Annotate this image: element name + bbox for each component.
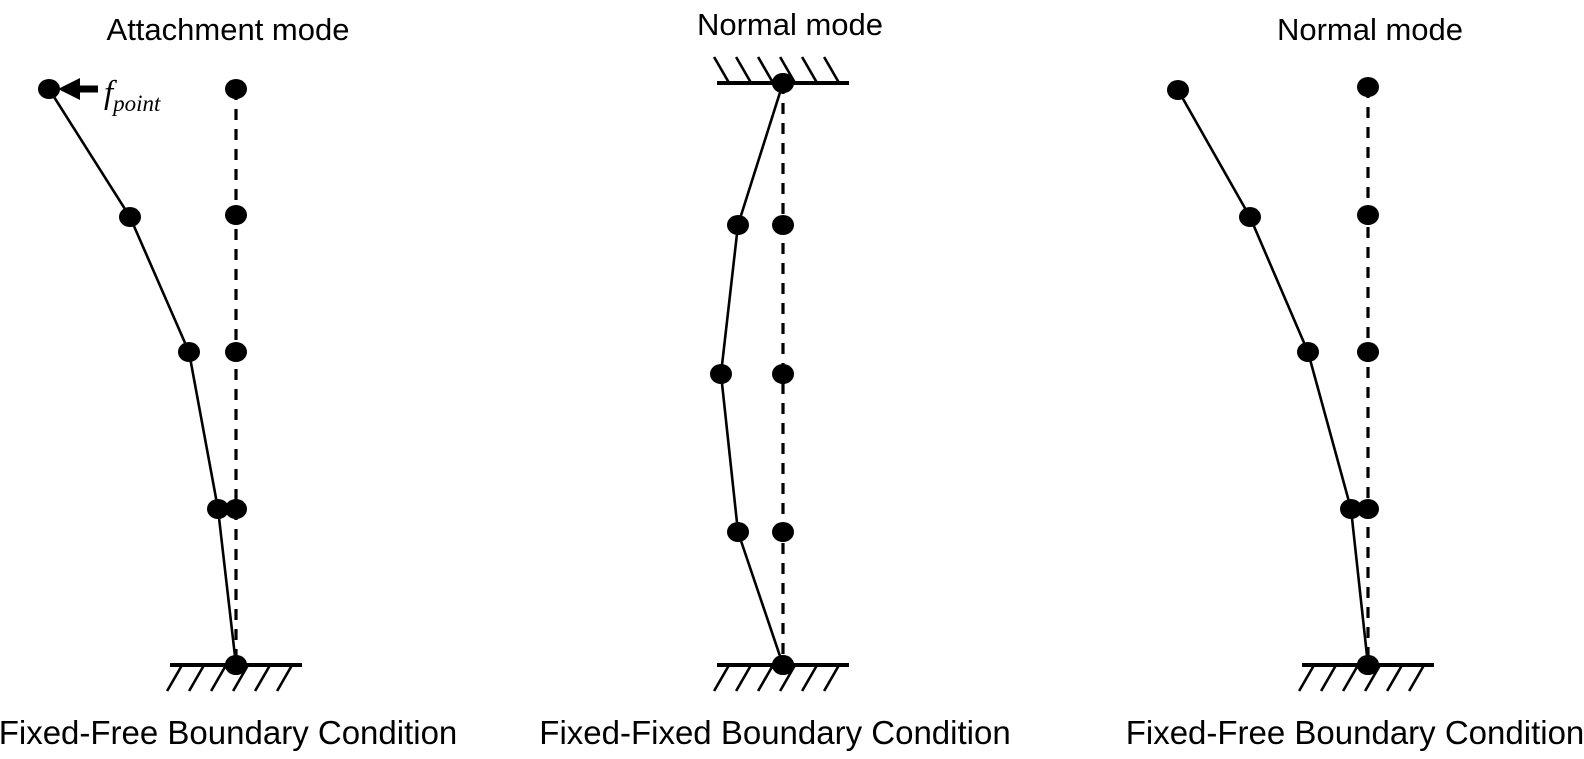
deformed-node xyxy=(178,342,200,362)
undeformed-node xyxy=(225,79,247,99)
bottom-support-hatch xyxy=(165,664,184,692)
undeformed-node xyxy=(772,364,794,384)
top-support-hatch xyxy=(734,56,753,84)
top-support-hatch xyxy=(756,56,775,84)
bottom-support-hatch xyxy=(209,664,228,692)
panel-title: Normal mode xyxy=(697,7,883,42)
bottom-support-hatch xyxy=(187,664,206,692)
panel-caption: Fixed-Free Boundary Condition xyxy=(1126,714,1584,751)
bottom-support-hatch xyxy=(275,664,294,692)
bottom-support-hatch xyxy=(800,664,819,692)
undeformed-node xyxy=(225,499,247,519)
bottom-support-hatch xyxy=(756,664,775,692)
deformed-node xyxy=(772,73,794,93)
undeformed-node xyxy=(1357,205,1379,225)
force-arrow-head xyxy=(58,78,80,100)
undeformed-node xyxy=(225,342,247,362)
top-support-hatch xyxy=(800,56,819,84)
deformed-node xyxy=(1357,655,1379,675)
panel-title: Normal mode xyxy=(1277,12,1463,47)
bottom-support-hatch xyxy=(1407,664,1426,692)
deformed-node xyxy=(1167,80,1189,100)
deformed-node xyxy=(727,215,749,235)
undeformed-node xyxy=(225,205,247,225)
deformed-shape-line xyxy=(1176,88,1370,667)
bottom-support-hatch xyxy=(1319,664,1338,692)
bottom-support-hatch xyxy=(1341,664,1360,692)
undeformed-node xyxy=(1357,499,1379,519)
panel-caption: Fixed-Free Boundary Condition xyxy=(0,714,457,751)
force-label: fpoint xyxy=(104,75,161,116)
bottom-support-hatch xyxy=(822,664,841,692)
panel-title: Attachment mode xyxy=(107,12,350,47)
top-support-hatch xyxy=(712,56,731,84)
undeformed-node xyxy=(772,215,794,235)
deformed-node xyxy=(1297,342,1319,362)
deformed-node xyxy=(207,499,229,519)
deformed-node xyxy=(710,364,732,384)
deformed-node xyxy=(1239,207,1261,227)
undeformed-node xyxy=(1357,77,1379,97)
deformed-node xyxy=(772,655,794,675)
bottom-support-hatch xyxy=(1297,664,1316,692)
bottom-support-hatch xyxy=(1385,664,1404,692)
force-label-subscript: point xyxy=(111,91,161,116)
force-arrow xyxy=(58,78,98,100)
undeformed-node xyxy=(1357,342,1379,362)
deformed-node xyxy=(727,522,749,542)
deformed-node xyxy=(38,79,60,99)
deformed-node xyxy=(1340,499,1362,519)
top-support-hatch xyxy=(822,56,841,84)
deformed-node xyxy=(225,655,247,675)
deformed-shape-line xyxy=(47,87,238,667)
panel-caption: Fixed-Fixed Boundary Condition xyxy=(539,714,1010,751)
bottom-support-hatch xyxy=(253,664,272,692)
deformed-node xyxy=(119,207,141,227)
bottom-support-hatch xyxy=(712,664,731,692)
undeformed-node xyxy=(772,522,794,542)
bottom-support-hatch xyxy=(734,664,753,692)
